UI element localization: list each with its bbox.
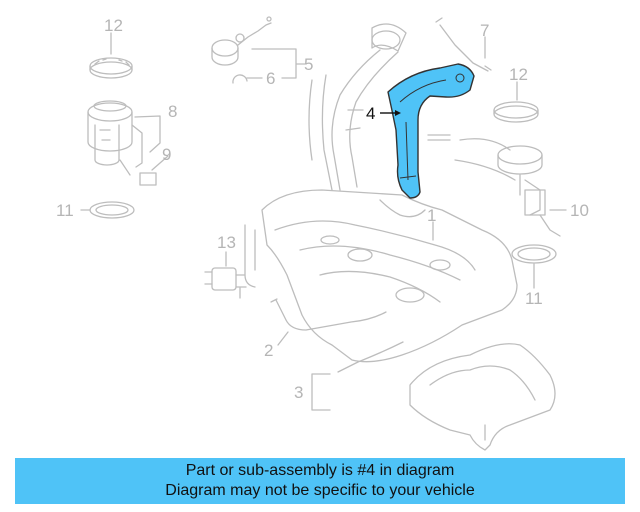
leader-4-arrow (395, 110, 401, 116)
banner-line-1: Part or sub-assembly is #4 in diagram (185, 462, 455, 479)
tank-strap-front (337, 341, 404, 373)
leader-3 (311, 373, 331, 411)
valve (204, 267, 247, 299)
callout-5: 5 (304, 55, 314, 74)
leader-2 (277, 331, 289, 346)
callout-7: 7 (480, 21, 490, 40)
callout-13: 13 (217, 233, 236, 252)
fuel-pump-module (87, 100, 157, 186)
heat-shield (409, 343, 556, 451)
callout-11: 11 (525, 289, 543, 308)
callout-8: 8 (168, 102, 178, 121)
callout-12: 12 (509, 65, 528, 84)
callout-6: 6 (266, 69, 276, 88)
highlighted-part-4 (387, 63, 475, 199)
seal-right (511, 244, 557, 264)
fuel-tank (244, 189, 518, 363)
strap-end (270, 298, 278, 303)
info-banner-bg (15, 458, 625, 504)
vent-connector (435, 17, 492, 71)
banner-line-2: Diagram may not be specific to your vehi… (165, 482, 475, 499)
filler-neck (308, 23, 407, 191)
callout-9: 9 (162, 145, 172, 164)
callout-2: 2 (264, 341, 274, 360)
leader-5 (251, 48, 306, 79)
retaining-clip (232, 74, 248, 84)
callout-11: 11 (56, 201, 74, 220)
callout-1: 1 (427, 206, 437, 225)
seal-left (89, 201, 135, 219)
tank-strap-rear (275, 299, 387, 331)
info-banner: Part or sub-assembly is #4 in diagram Di… (15, 458, 625, 504)
transfer-pump (427, 134, 561, 237)
callout-3: 3 (294, 383, 304, 402)
lock-ring-right (493, 101, 539, 123)
leader-8 (134, 115, 161, 153)
callout-12: 12 (104, 16, 123, 35)
callout-10: 10 (570, 201, 589, 220)
callout-4: 4 (366, 104, 376, 123)
level-sensor (211, 16, 272, 66)
leader-9 (151, 155, 169, 171)
vent-line (439, 24, 489, 72)
lock-ring-top-left (89, 57, 133, 79)
